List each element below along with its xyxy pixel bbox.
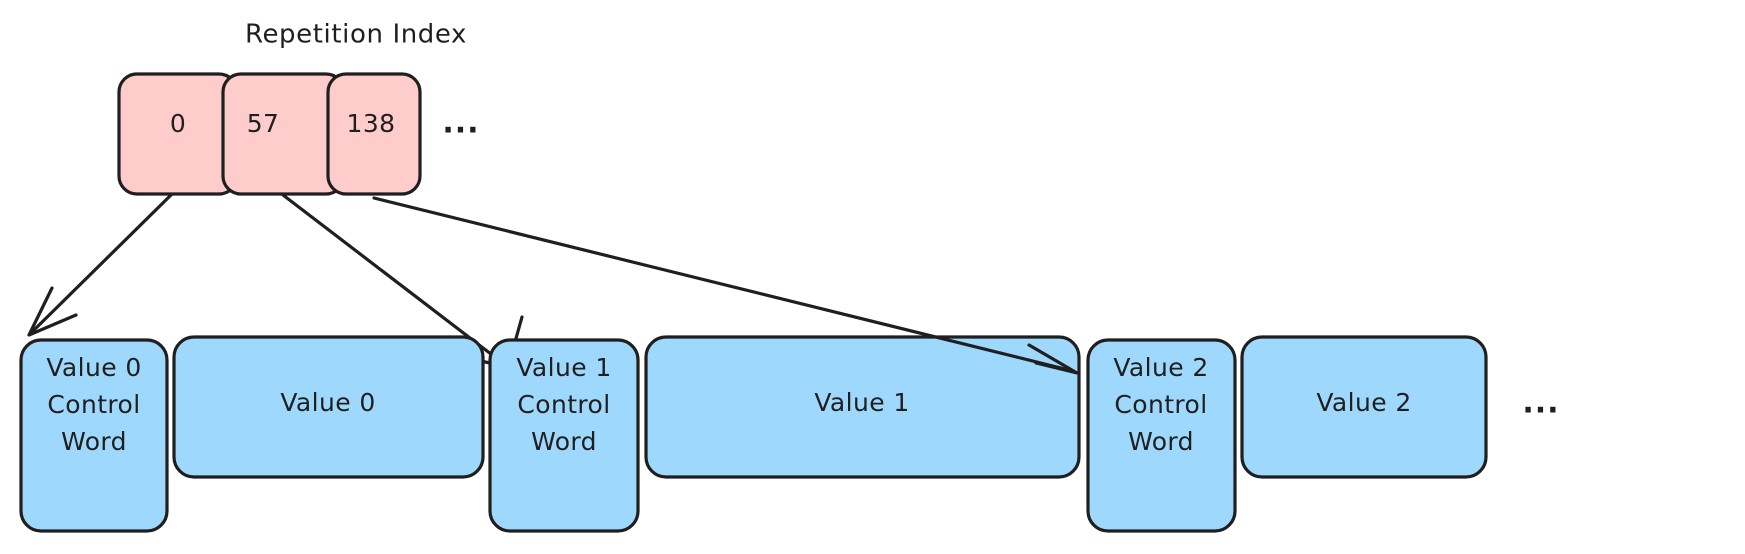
index-box-138-rect[interactable]: [326, 72, 422, 196]
value-box-2-control-word[interactable]: Value 2 Control Word: [1086, 338, 1237, 533]
value-box-1-control-word-line1: Value 1: [516, 353, 611, 382]
value-box-0-label: Value 0: [280, 388, 375, 417]
value-box-2-rect[interactable]: [1240, 335, 1488, 479]
index-box-57-label: 57: [247, 109, 280, 138]
value-box-0-control-word-line1: Value 0: [46, 353, 141, 382]
edge-index0-to-value0-control-word: [27, 192, 174, 337]
arrow-head-icon: [27, 286, 78, 337]
edge-index138-to-value2-control-word: [372, 196, 1079, 375]
value-box-1-control-word-line3: Word: [531, 427, 597, 456]
value-box-1-control-word-rect[interactable]: [488, 338, 640, 533]
value-box-2-control-word-rect[interactable]: [1086, 338, 1237, 533]
diagram-title: Repetition Index: [245, 20, 467, 50]
value-box-0-rect[interactable]: [172, 335, 485, 479]
value-box-1-rect[interactable]: [644, 335, 1081, 479]
index-box-57-rect[interactable]: [221, 72, 346, 196]
index-box-138-label: 138: [347, 109, 396, 138]
value-box-1-label: Value 1: [814, 388, 909, 417]
value-row-ellipsis: ...: [1522, 386, 1559, 421]
value-box-1-control-word[interactable]: Value 1 Control Word: [488, 338, 640, 533]
value-box-2-control-word-line3: Word: [1128, 427, 1194, 456]
index-box-57[interactable]: 57: [221, 72, 346, 196]
edge-line: [31, 192, 174, 333]
value-box-2-control-word-line1: Value 2: [1113, 353, 1208, 382]
value-box-0-control-word-line3: Word: [61, 427, 127, 456]
value-box-2-control-word-line2: Control: [1114, 390, 1207, 419]
index-box-0-label: 0: [170, 109, 186, 138]
value-box-0[interactable]: Value 0: [172, 335, 485, 479]
value-box-0-control-word-line2: Control: [47, 390, 140, 419]
value-box-0-control-word-rect[interactable]: [19, 338, 169, 533]
value-box-2-label: Value 2: [1316, 388, 1411, 417]
index-row-ellipsis: ...: [442, 106, 479, 141]
edge-line: [372, 196, 1075, 373]
index-box-138[interactable]: 138: [326, 72, 422, 196]
value-box-1-control-word-line2: Control: [517, 390, 610, 419]
value-box-0-control-word[interactable]: Value 0 Control Word: [19, 338, 169, 533]
value-box-1[interactable]: Value 1: [644, 335, 1081, 479]
value-box-2[interactable]: Value 2: [1240, 335, 1488, 479]
index-box-0[interactable]: 0: [117, 72, 239, 196]
arrow-head-icon: [1027, 343, 1079, 375]
